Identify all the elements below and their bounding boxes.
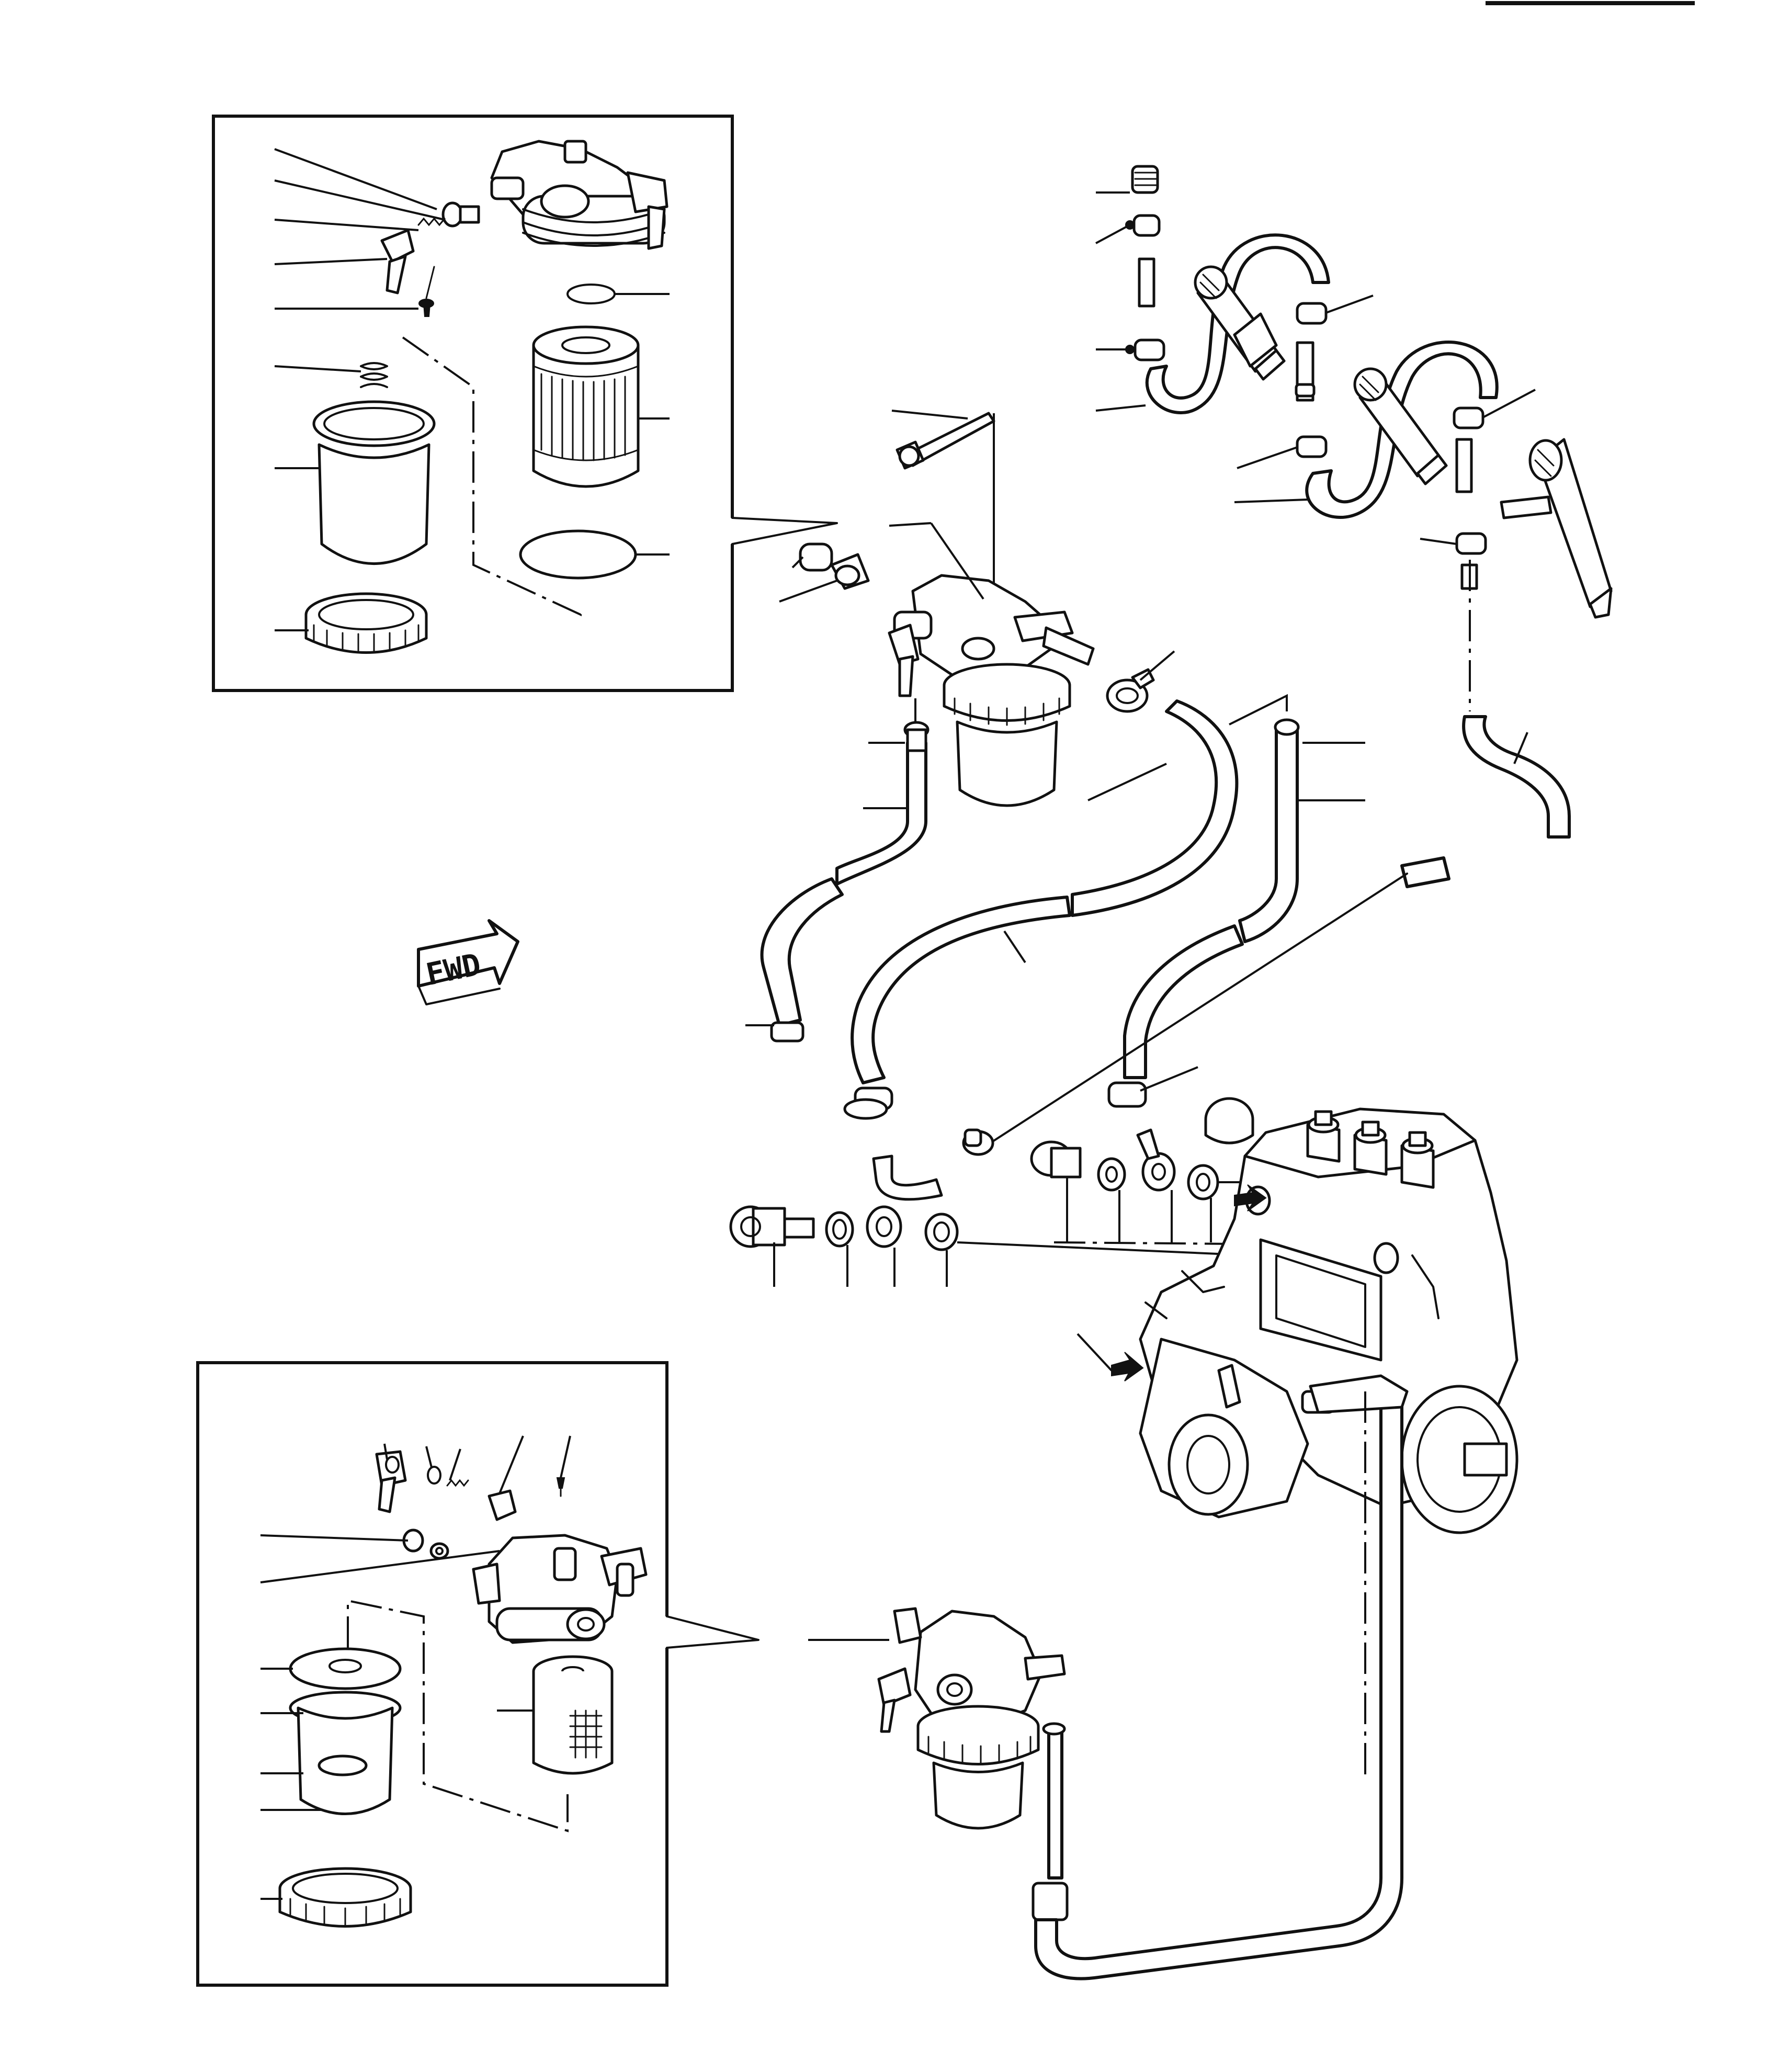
cock-lever-top	[382, 230, 413, 293]
governor-housing	[1140, 1339, 1334, 1517]
bleed-direction-arrow-icon	[1234, 1185, 1266, 1211]
inset-frame-bottom	[198, 1363, 667, 1985]
fuel-filter-detail-inset-top	[213, 116, 837, 690]
filter-bowl-bottom	[290, 1692, 400, 1814]
hose-clamp-right	[1109, 1083, 1146, 1106]
feed-hose	[1036, 1391, 1402, 1979]
retaining-ring-top	[306, 594, 426, 653]
washer-left-1	[826, 1213, 853, 1246]
hose-middle-lower	[852, 897, 1070, 1083]
leak-off-cap	[1132, 166, 1158, 193]
injection-nozzle-1	[1195, 267, 1284, 379]
filter-element-top	[534, 327, 638, 486]
cock-lever-bottom	[377, 1452, 405, 1512]
filter-head-top	[492, 141, 667, 248]
hose-left-lower	[762, 879, 842, 1025]
filter-head-main	[889, 575, 1093, 696]
return-line	[978, 874, 1407, 1151]
fwd-arrow-icon: FWD	[418, 921, 518, 1004]
hose-right-upper	[1240, 730, 1297, 942]
washer-right-2	[1188, 1165, 1218, 1199]
leaders-main-filter	[779, 411, 1174, 743]
leak-off-hose-2	[1307, 342, 1497, 517]
lower-fuel-filter-assembly	[808, 1376, 1407, 1979]
hose-middle-upper	[1072, 701, 1237, 915]
leak-off-hose-1	[1147, 235, 1329, 413]
bleed-screw-top	[419, 267, 434, 316]
filter-head-bottom	[473, 1535, 646, 1643]
inset-callout-pointer-bottom	[667, 1616, 758, 1648]
inspection-cover	[1261, 1240, 1381, 1360]
leaders-inset-top	[275, 149, 670, 630]
washer-right-1	[1098, 1159, 1125, 1190]
injection-pump	[1078, 1099, 1517, 1533]
gasket-cap-bottom	[290, 1649, 400, 1689]
return-hose-sleeve	[1402, 858, 1449, 887]
nozzle-clips	[1296, 303, 1486, 588]
return-hose-upper	[1464, 717, 1569, 837]
filter-bowl-top	[314, 402, 434, 564]
filter-bowl-main	[944, 664, 1070, 806]
o-ring-small-top	[568, 285, 615, 303]
injection-nozzles-assembly	[1096, 166, 1611, 617]
leaders-inset-bottom	[260, 1436, 570, 1899]
assembly-axis-bottom	[348, 1601, 568, 1831]
feed-pipe-stub	[1049, 1731, 1062, 1878]
banjo-fitting-main	[800, 544, 868, 588]
filter-head-lower	[879, 1609, 1064, 1731]
spring-top	[418, 219, 445, 225]
spring-bowl-top	[361, 363, 387, 387]
leaders-hoses	[745, 696, 1527, 1091]
leak-off-pipe-stub	[1139, 259, 1154, 306]
banjo-eye-left	[867, 1207, 901, 1247]
bleed-direction-arrow-icon-2	[1112, 1352, 1143, 1381]
feed-hose-end	[1033, 1883, 1067, 1920]
main-fuel-filter-assembly	[779, 411, 1174, 806]
leaders-nozzles	[1096, 193, 1535, 544]
inlet-port	[1375, 1243, 1398, 1273]
bleed-leader	[1078, 1334, 1112, 1371]
injection-nozzle-3	[1501, 439, 1611, 617]
elbow-pipe	[874, 1156, 942, 1199]
filter-mounting-bolt	[897, 413, 994, 468]
banjo-eye-right	[1138, 1130, 1174, 1190]
injection-nozzle-2	[1355, 369, 1446, 484]
banjo-bolt-left	[731, 1207, 813, 1247]
washer-left-2	[926, 1214, 957, 1250]
fuel-filter-detail-inset-bottom	[198, 1363, 758, 1985]
retaining-ring-bottom	[280, 1869, 411, 1927]
delivery-valve-holders	[1308, 1112, 1433, 1187]
small-parts-bottom	[404, 1467, 564, 1558]
filter-bowl-lower	[918, 1706, 1038, 1828]
inset-frame-top	[213, 116, 732, 690]
fuel-hoses	[745, 560, 1569, 1151]
hose-clamp-lower-1	[845, 1100, 887, 1118]
banjo-bolt-right	[1032, 1142, 1080, 1177]
drive-flange	[1402, 1386, 1517, 1533]
assembly-axis-top	[403, 337, 581, 615]
feed-hose-fitting	[1310, 1376, 1407, 1412]
inset-callout-pointer-top	[732, 518, 837, 544]
filter-element-bottom	[534, 1657, 612, 1773]
leak-off-clip-1	[1126, 216, 1159, 235]
hose-clamp-left	[772, 1023, 803, 1041]
hose-right-lower	[1125, 926, 1242, 1078]
hose-left-upper	[837, 743, 926, 884]
pump-inlet-fittings	[731, 1100, 1373, 1287]
gasket-large-top	[520, 531, 636, 578]
leak-off-clip-2	[1126, 340, 1164, 360]
hose-clamp-lower-2	[964, 1130, 993, 1154]
banjo-bolt-small-top	[443, 203, 479, 226]
